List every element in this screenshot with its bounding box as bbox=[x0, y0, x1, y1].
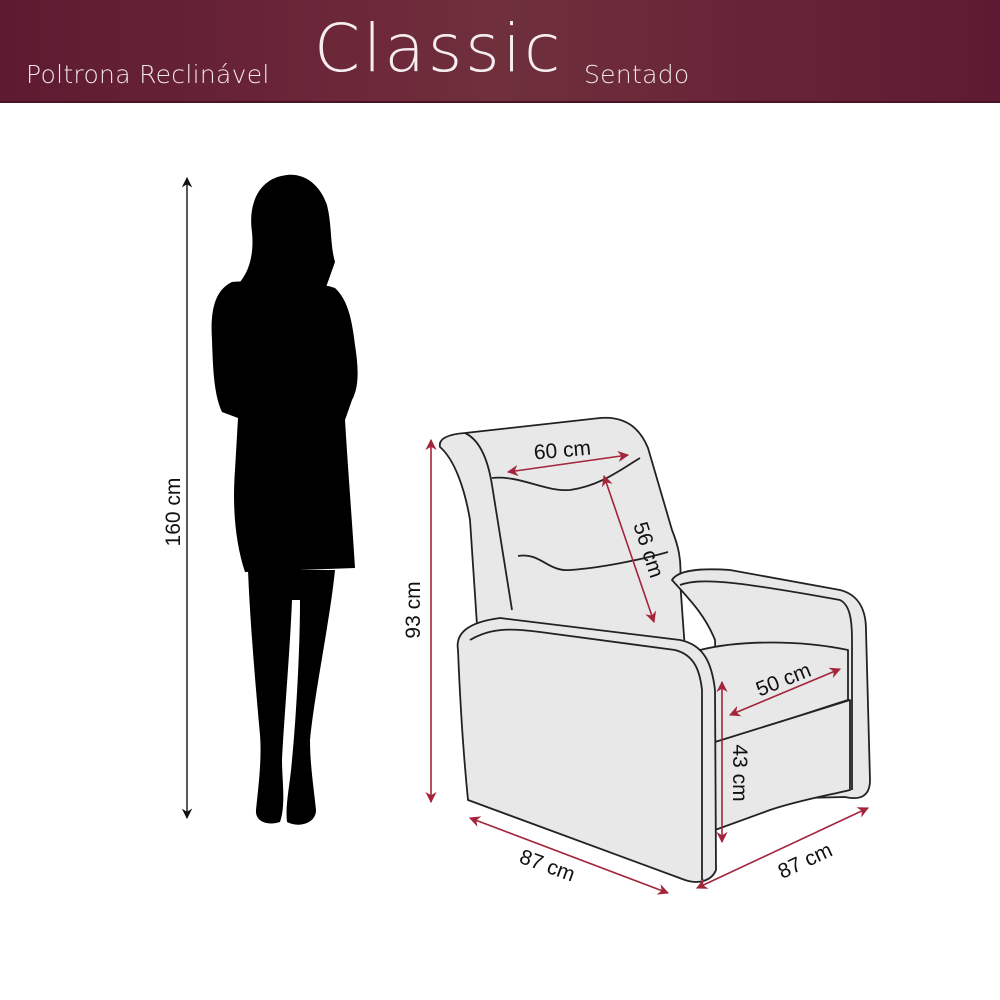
product-type-label: Poltrona Reclinável bbox=[26, 60, 270, 89]
side-depth-label: 87 cm bbox=[774, 839, 836, 884]
recliner-chair-drawing bbox=[438, 416, 871, 883]
position-label: Sentado bbox=[584, 60, 690, 89]
backrest-height-arrow-icon bbox=[601, 474, 657, 624]
front-width-arrow-icon bbox=[468, 816, 670, 895]
seat-height-label: 43 cm bbox=[728, 744, 751, 801]
person-height-label: 160 cm bbox=[162, 478, 185, 547]
seat-depth-arrow-icon bbox=[728, 667, 842, 717]
chair-dimensions bbox=[425, 438, 870, 895]
side-depth-arrow-icon bbox=[695, 807, 870, 889]
left-armrest bbox=[456, 617, 717, 883]
woman-silhouette-icon bbox=[211, 174, 358, 825]
title-banner: Poltrona Reclinável Classic Sentado bbox=[0, 0, 1000, 103]
front-width-label: 87 cm bbox=[516, 845, 578, 886]
total-height-label: 93 cm bbox=[402, 581, 425, 638]
backrest-width-label: 60 cm bbox=[533, 437, 592, 465]
backrest-width-arrow-icon bbox=[506, 450, 630, 477]
person-height-dimension: 160 cm bbox=[162, 176, 193, 820]
model-name-title: Classic bbox=[314, 10, 564, 87]
